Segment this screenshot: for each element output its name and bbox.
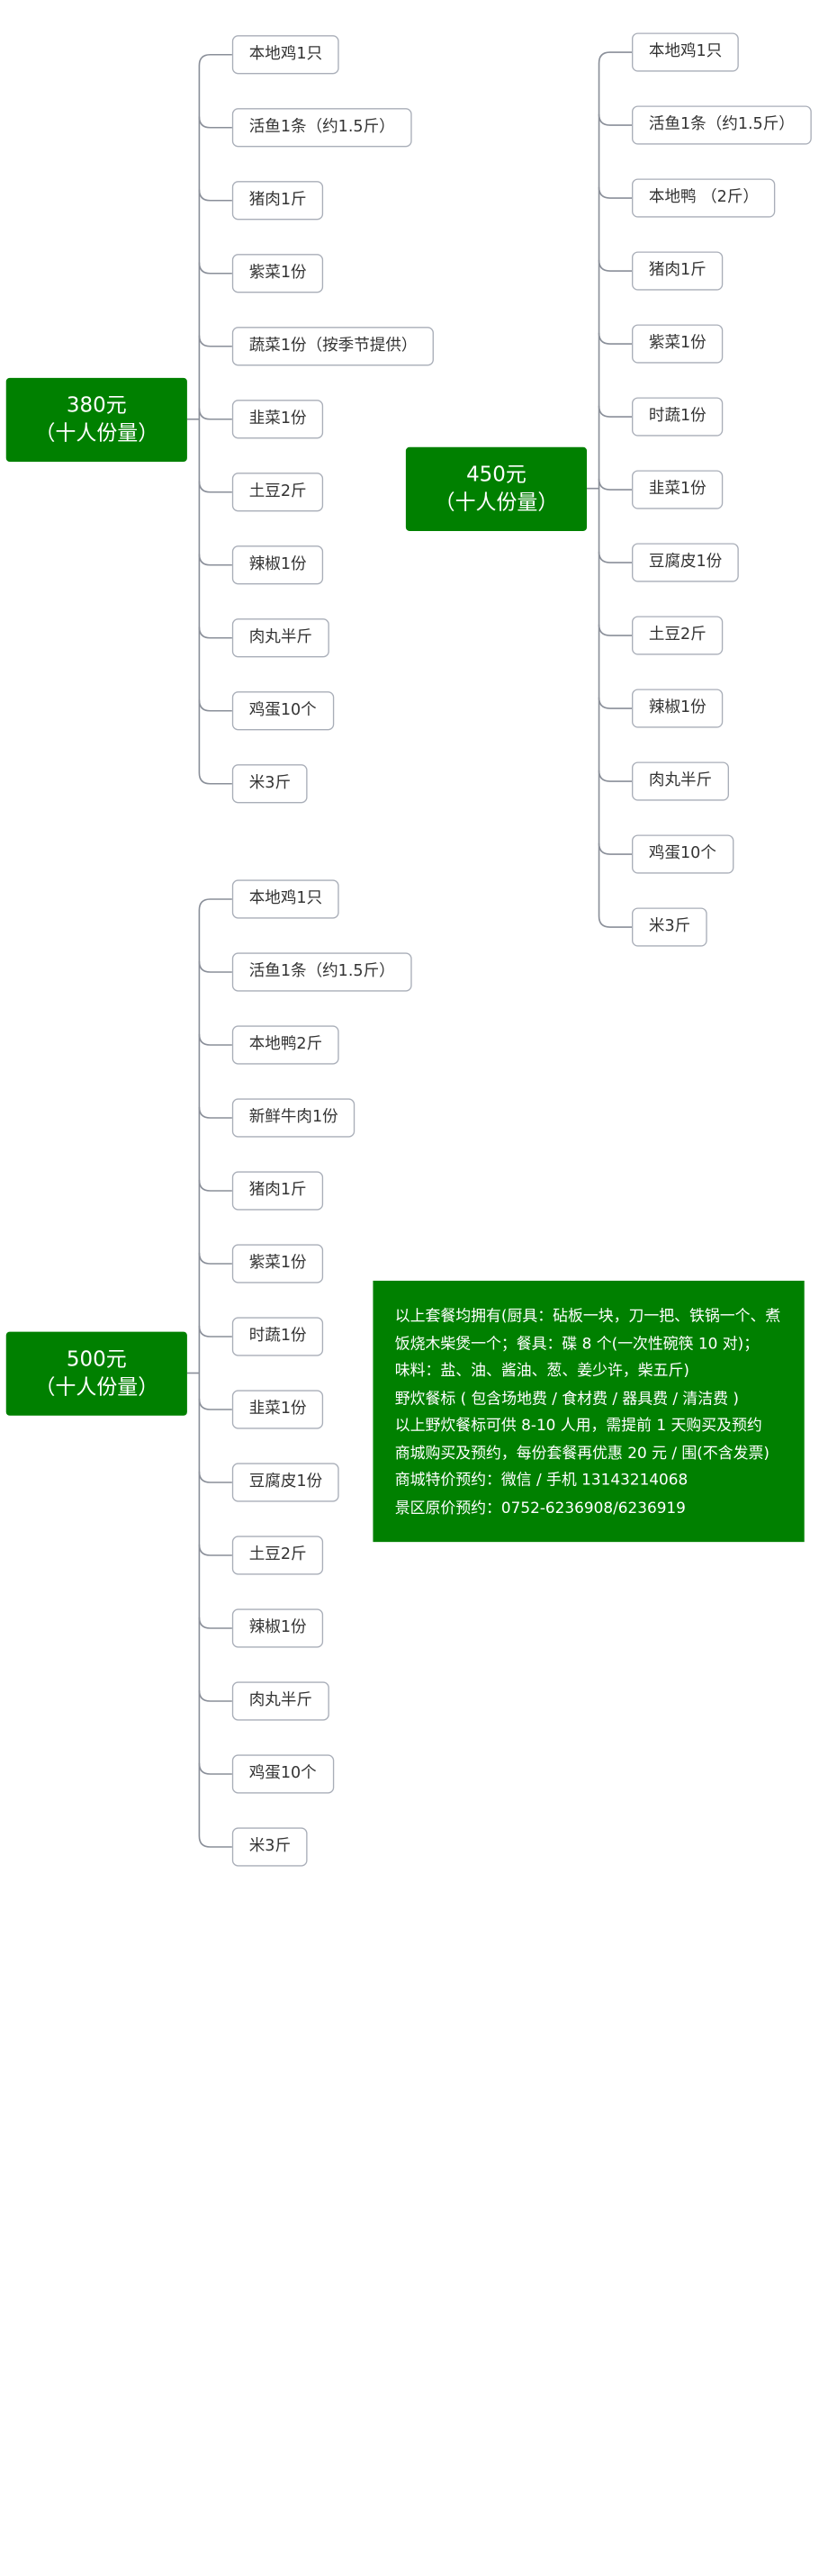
note-line: 以上野炊餐标可供 8-10 人用，需提前 1 天购买及预约 <box>394 1415 762 1434</box>
branch-trunk <box>598 51 633 928</box>
menu-item[interactable]: 辣椒1份 <box>231 545 324 585</box>
menu-item[interactable]: 鸡蛋10个 <box>231 691 334 731</box>
branch-line <box>598 551 633 563</box>
package-380-portion: （十人份量） <box>34 420 159 446</box>
menu-item[interactable]: 紫菜1份 <box>231 1244 324 1283</box>
menu-item[interactable]: 本地鸡1只 <box>231 879 340 919</box>
note-line: 商城购买及预约，每份套餐再优惠 20 元 / 围(不含发票) <box>394 1443 770 1462</box>
branch-line <box>198 554 232 566</box>
menu-item[interactable]: 本地鸭 （2斤） <box>632 178 776 218</box>
menu-item[interactable]: 活鱼1条（约1.5斤） <box>231 952 412 992</box>
package-450-price: 450元 <box>466 462 526 487</box>
branch-line <box>198 116 232 129</box>
branch-line <box>198 1033 232 1046</box>
menu-item[interactable]: 米3斤 <box>231 1827 308 1867</box>
note-line: 野炊餐标 ( 包含场地费 / 食材费 / 器具费 / 清洁费 ) <box>394 1388 740 1407</box>
package-info-note: 以上套餐均拥有(厨具：砧板一块，刀一把、铁锅一个、煮 饭烧木柴煲一个；餐具：碟 … <box>373 1280 805 1543</box>
menu-item[interactable]: 肉丸半斤 <box>632 761 730 801</box>
menu-item[interactable]: 土豆2斤 <box>632 616 724 655</box>
menu-item[interactable]: 韭菜1份 <box>231 1390 324 1429</box>
connector-lines <box>186 51 633 1848</box>
branch-line <box>198 481 232 493</box>
note-line: 味料：盐、油、酱油、葱、姜少许，柴五斤) <box>394 1361 689 1380</box>
branch-line <box>198 1544 232 1556</box>
menu-item[interactable]: 活鱼1条（约1.5斤） <box>632 105 812 145</box>
branch-line <box>198 960 232 973</box>
branch-line <box>198 189 232 202</box>
menu-item[interactable]: 米3斤 <box>632 907 708 947</box>
menu-item[interactable]: 紫菜1份 <box>632 324 724 364</box>
branch-line <box>198 262 232 275</box>
menu-item[interactable]: 韭菜1份 <box>632 470 724 509</box>
menu-item[interactable]: 活鱼1条（约1.5斤） <box>231 108 412 148</box>
branch-line <box>598 478 633 491</box>
menu-item[interactable]: 肉丸半斤 <box>231 618 329 658</box>
menu-item[interactable]: 豆腐皮1份 <box>231 1463 340 1502</box>
menu-item[interactable]: 豆腐皮1份 <box>632 543 740 582</box>
menu-item[interactable]: 紫菜1份 <box>231 254 324 293</box>
menu-item[interactable]: 猪肉1斤 <box>231 181 324 221</box>
package-380-price: 380元 <box>66 392 127 418</box>
branch-line <box>198 1689 232 1702</box>
menu-item[interactable]: 鸡蛋10个 <box>632 834 734 874</box>
branch-line <box>198 1762 232 1775</box>
menu-item[interactable]: 本地鸭2斤 <box>231 1025 340 1065</box>
branch-line <box>198 1252 232 1265</box>
menu-item[interactable]: 肉丸半斤 <box>231 1681 329 1721</box>
package-380-node[interactable]: 380元 （十人份量） <box>5 377 187 462</box>
note-line: 景区原价预约：0752-6236908/6236919 <box>394 1497 686 1517</box>
menu-item[interactable]: 本地鸡1只 <box>231 35 340 75</box>
branch-line <box>198 699 232 712</box>
note-line: 以上套餐均拥有(厨具：砧板一块，刀一把、铁锅一个、煮 <box>394 1306 781 1325</box>
branch-line <box>598 332 633 345</box>
branch-line <box>198 335 232 347</box>
menu-item[interactable]: 土豆2斤 <box>231 1536 324 1575</box>
package-500-price: 500元 <box>66 1347 127 1372</box>
branch-line <box>198 1106 232 1119</box>
menu-item[interactable]: 新鲜牛肉1份 <box>231 1098 356 1138</box>
branch-line <box>598 186 633 199</box>
branch-line <box>198 1398 232 1410</box>
menu-item[interactable]: 米3斤 <box>231 764 308 804</box>
branch-line <box>198 1179 232 1192</box>
branch-line <box>198 1471 232 1483</box>
menu-item[interactable]: 猪肉1斤 <box>231 1171 324 1211</box>
menu-item[interactable]: 辣椒1份 <box>231 1608 324 1648</box>
branch-line <box>198 408 232 420</box>
branch-line <box>598 770 633 782</box>
branch-line <box>598 697 633 709</box>
package-500-portion: （十人份量） <box>34 1374 159 1400</box>
branch-trunk <box>198 898 232 1848</box>
branch-line <box>598 405 633 418</box>
package-500-node[interactable]: 500元 （十人份量） <box>5 1331 187 1416</box>
branch-line <box>198 1325 232 1338</box>
note-line: 饭烧木柴煲一个；餐具：碟 8 个(一次性碗筷 10 对)； <box>394 1333 760 1352</box>
branch-line <box>198 1617 232 1629</box>
package-450-portion: （十人份量） <box>434 490 559 515</box>
menu-item[interactable]: 土豆2斤 <box>231 473 324 512</box>
menu-item[interactable]: 韭菜1份 <box>231 400 324 439</box>
menu-item[interactable]: 本地鸡1只 <box>632 32 740 72</box>
menu-item[interactable]: 蔬菜1份（按季节提供） <box>231 327 435 366</box>
branch-line <box>598 113 633 126</box>
menu-item[interactable]: 鸡蛋10个 <box>231 1754 334 1794</box>
branch-line <box>598 259 633 272</box>
menu-item[interactable]: 辣椒1份 <box>632 689 724 728</box>
branch-line <box>598 624 633 636</box>
menu-item[interactable]: 时蔬1份 <box>231 1317 324 1356</box>
package-450-node[interactable]: 450元 （十人份量） <box>405 446 588 531</box>
note-line: 商城特价预约：微信 / 手机 13143214068 <box>394 1470 688 1489</box>
menu-item[interactable]: 猪肉1斤 <box>632 251 724 291</box>
branch-line <box>198 626 232 639</box>
branch-line <box>598 842 633 855</box>
menu-item[interactable]: 时蔬1份 <box>632 397 724 437</box>
